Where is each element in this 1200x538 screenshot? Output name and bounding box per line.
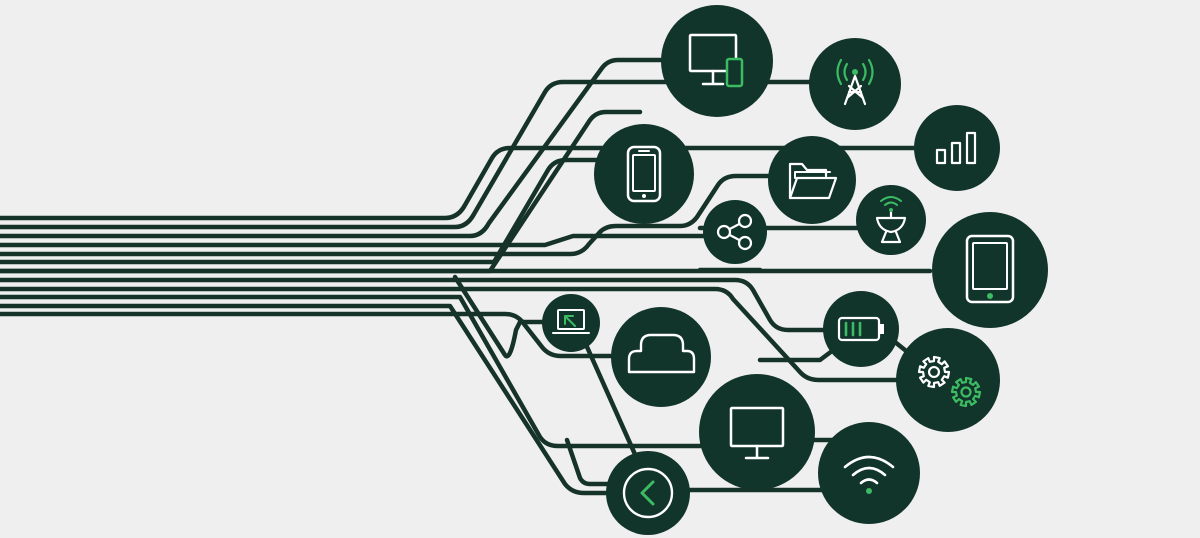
tablet-icon: [967, 236, 1013, 302]
antenna-node: [809, 38, 901, 130]
monitor-icon: [731, 408, 783, 458]
battery-node: [823, 291, 899, 367]
node-circle: [606, 451, 690, 535]
wifi-node: [818, 422, 920, 524]
node-circle: [703, 200, 767, 264]
connection-line: [0, 233, 723, 248]
laptop-node: [542, 294, 600, 352]
monitor-node: [699, 374, 815, 490]
node-circle: [809, 38, 901, 130]
node-circle: [768, 136, 856, 224]
connection-line: [0, 145, 623, 221]
folder-icon: [790, 164, 836, 198]
node-circle: [896, 328, 1000, 432]
connection-line: [0, 57, 703, 239]
connection-line: [0, 109, 643, 274]
settings-node: [896, 328, 1000, 432]
connection-line: [0, 294, 723, 449]
gears-icon: [919, 357, 980, 406]
node-circle: [594, 124, 694, 224]
share-icon: [718, 215, 751, 249]
connection-line: [0, 277, 843, 333]
cloud-node: [611, 307, 711, 407]
smartphone-icon: [628, 147, 660, 201]
node-circle: [818, 422, 920, 524]
smartphone-node: [594, 124, 694, 224]
connection-line: [0, 173, 793, 257]
wifi-icon: [845, 457, 893, 494]
node-circle: [699, 374, 815, 490]
connection-line: [564, 437, 623, 487]
node-circle: [932, 212, 1048, 328]
node-circle: [856, 185, 926, 255]
connection-line: [0, 303, 623, 496]
signal-bars-icon: [937, 133, 975, 163]
connection-line: [0, 311, 643, 359]
laptop-icon: [553, 310, 589, 333]
radio-tower-icon: [838, 60, 873, 104]
desktop-and-phone-icon: [690, 35, 742, 86]
connection-line: [452, 274, 563, 359]
back-arrow-icon: [624, 469, 672, 517]
cloud-icon: [629, 335, 694, 372]
battery-icon: [839, 318, 884, 340]
desktop-mobile-node: [661, 5, 773, 117]
connection-line: [0, 79, 703, 230]
satellite-dish-icon: [877, 197, 905, 242]
node-circle: [914, 105, 1000, 191]
node-circle: [611, 307, 711, 407]
share-node: [703, 200, 767, 264]
icon-nodes: [542, 5, 1048, 535]
satellite-node: [856, 185, 926, 255]
signal-node: [914, 105, 1000, 191]
node-circle: [661, 5, 773, 117]
back-node: [606, 451, 690, 535]
tablet-node: [932, 212, 1048, 328]
connection-line: [0, 286, 913, 383]
folder-node: [768, 136, 856, 224]
